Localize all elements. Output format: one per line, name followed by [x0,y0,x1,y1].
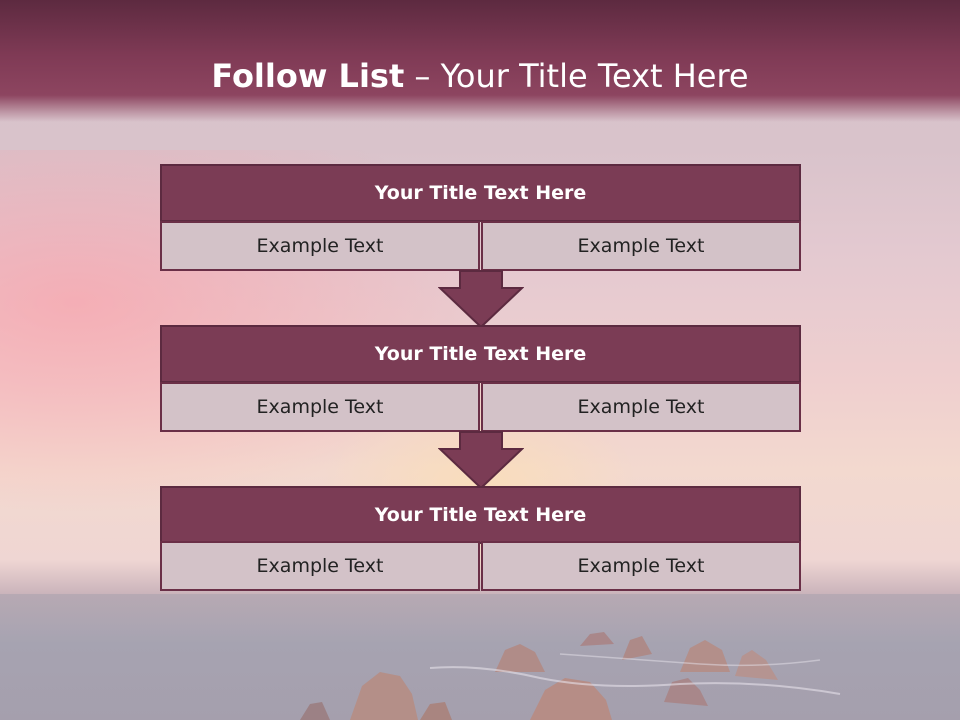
step-1-left-cell: Example Text [160,221,480,271]
title-rest: – Your Title Text Here [404,57,749,95]
down-arrow-icon [438,431,524,489]
step-title-2: Your Title Text Here [160,325,801,383]
step-box-3: Your Title Text Here Example Text Exampl… [160,486,801,591]
step-1-right-cell: Example Text [481,221,801,271]
step-box-1: Your Title Text Here Example Text Exampl… [160,164,801,271]
down-arrow-icon [438,270,524,328]
step-3-right-cell: Example Text [481,541,801,591]
step-title-3: Your Title Text Here [160,486,801,544]
title-bold: Follow List [211,57,405,95]
sea-background [0,594,960,720]
step-2-left-cell: Example Text [160,382,480,432]
step-3-left-cell: Example Text [160,541,480,591]
step-box-2: Your Title Text Here Example Text Exampl… [160,325,801,432]
step-title-1: Your Title Text Here [160,164,801,222]
coastal-rocks-image [300,632,841,720]
slide-title: Follow List – Your Title Text Here [0,54,960,98]
step-2-right-cell: Example Text [481,382,801,432]
header-bar [0,0,960,122]
